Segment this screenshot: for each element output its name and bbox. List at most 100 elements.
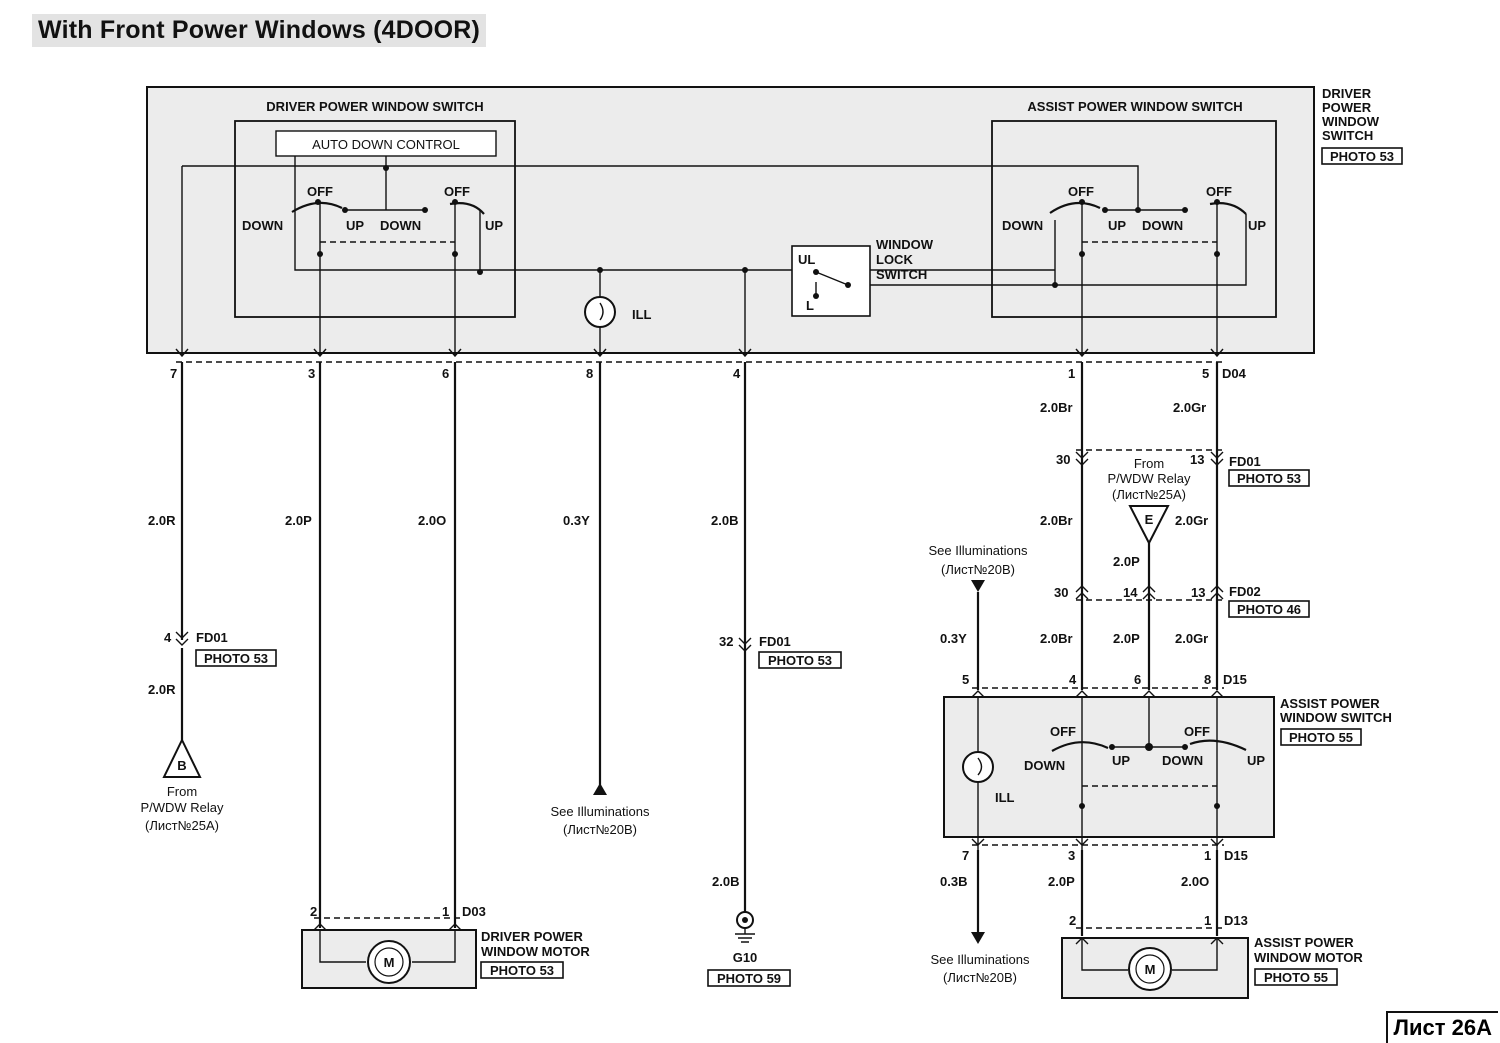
assist-blade-right <box>1209 202 1247 215</box>
svg-text:WINDOW MOTOR: WINDOW MOTOR <box>1254 950 1363 965</box>
fd01-mid-photo-box <box>758 651 842 669</box>
fd01-mid-chevron <box>738 637 752 652</box>
assist-door-switch-wiring <box>977 697 1218 850</box>
d15-top-pin6: 6 <box>1134 672 1141 687</box>
sheet-number: Лист 26A <box>1385 1011 1498 1043</box>
wire-pin1-low-label: 2.0Br <box>1040 631 1073 646</box>
wire-g10-label: 2.0B <box>712 874 739 889</box>
svg-text:DOWN: DOWN <box>1142 218 1183 233</box>
svg-text:PHOTO 55: PHOTO 55 <box>1264 970 1328 985</box>
wires-pin3-pin6 <box>318 362 457 928</box>
wire-pin8-label: 0.3Y <box>563 513 590 528</box>
d13-pin2: 2 <box>1069 913 1076 928</box>
fd01-left-pin: 4 <box>164 630 172 645</box>
d15-top-pin8: 8 <box>1204 672 1211 687</box>
svg-text:4: 4 <box>733 366 741 381</box>
assist-door-switch-label: ASSIST POWER WINDOW SWITCH PHOTO 55 <box>1280 696 1392 746</box>
assist-switch-label: ASSIST POWER WINDOW SWITCH <box>1027 99 1242 114</box>
relay-b-triangle <box>162 737 202 778</box>
svg-text:See Illuminations: See Illuminations <box>929 543 1028 558</box>
svg-text:WINDOW: WINDOW <box>1322 114 1380 129</box>
driver-switch-label: DRIVER POWER WINDOW SWITCH <box>266 99 483 114</box>
driver-switch-labels: OFF OFF DOWN UP DOWN UP <box>242 184 503 233</box>
svg-text:UP: UP <box>485 218 503 233</box>
wire-d15-1-label: 2.0O <box>1181 874 1209 889</box>
wire-pin1-label: 2.0Br <box>1040 400 1073 415</box>
fd01-right-pin-a: 30 <box>1056 452 1070 467</box>
window-lock-switch-label: WINDOW LOCK SWITCH <box>876 237 934 282</box>
driver-switch-wiring <box>294 156 1055 271</box>
wire-14-label: 2.0P <box>1113 554 1140 569</box>
wires-d15-3-1 <box>1080 850 1219 936</box>
svg-text:PHOTO 53: PHOTO 53 <box>1330 149 1394 164</box>
svg-text:(Лист№25A): (Лист№25A) <box>1112 487 1186 502</box>
svg-text:OFF: OFF <box>307 184 333 199</box>
d15-bot-pin1: 1 <box>1204 848 1211 863</box>
svg-text:6: 6 <box>442 366 449 381</box>
assist-motor-icon <box>1128 947 1172 991</box>
ill-lamp-icon <box>584 296 616 328</box>
d03-pin2: 2 <box>310 904 317 919</box>
driver-switch-assembly-box <box>146 86 1315 354</box>
illum-mid-arrow <box>593 783 607 795</box>
svg-text:UP: UP <box>1112 753 1130 768</box>
illum-right-top-label: See Illuminations (Лист№20B) <box>929 543 1028 577</box>
fd02-pin-c: 13 <box>1191 585 1205 600</box>
driver-motor-symbol: M <box>384 955 395 970</box>
wire-ill-right-label: 0.3Y <box>940 631 967 646</box>
relay-b-label: From P/WDW Relay (Лист№25A) <box>140 784 224 833</box>
fd01-left-photo: PHOTO 53 <box>204 651 268 666</box>
relay-e-label: From P/WDW Relay (Лист№25A) <box>1107 456 1191 502</box>
svg-text:PHOTO 55: PHOTO 55 <box>1289 730 1353 745</box>
svg-text:UP: UP <box>346 218 364 233</box>
d15-bot-pin3: 3 <box>1068 848 1075 863</box>
illum-mid-label: See Illuminations (Лист№20B) <box>551 804 650 837</box>
ground-icon <box>735 911 755 943</box>
svg-text:PHOTO 53: PHOTO 53 <box>490 963 554 978</box>
svg-text:DOWN: DOWN <box>380 218 421 233</box>
wire-d15-3-label: 2.0P <box>1048 874 1075 889</box>
svg-text:1: 1 <box>1068 366 1075 381</box>
svg-text:3: 3 <box>308 366 315 381</box>
fd02-name: FD02 <box>1229 584 1261 599</box>
lock-l: L <box>806 298 814 313</box>
wire-pin5-low-label: 2.0Gr <box>1175 631 1208 646</box>
svg-text:DOWN: DOWN <box>1162 753 1203 768</box>
svg-text:DRIVER: DRIVER <box>1322 86 1372 101</box>
fd02-photo-box <box>1228 600 1310 618</box>
svg-text:(Лист№20B): (Лист№20B) <box>941 562 1015 577</box>
d04-pins: 7 3 6 8 4 1 5 D04 <box>170 366 1247 381</box>
ill-wiring <box>599 270 746 355</box>
driver-motor-icon <box>367 940 411 984</box>
wire-pin3-label: 2.0P <box>285 513 312 528</box>
driver-switch-outputs <box>319 202 456 355</box>
assist-switch-outputs <box>1081 202 1218 355</box>
svg-text:UP: UP <box>1108 218 1126 233</box>
wire-pin5-label: 2.0Gr <box>1173 400 1206 415</box>
fd02-pin-a: 30 <box>1054 585 1068 600</box>
svg-text:WINDOW MOTOR: WINDOW MOTOR <box>481 944 590 959</box>
svg-text:LOCK: LOCK <box>876 252 913 267</box>
d15-bot-pin7: 7 <box>962 848 969 863</box>
svg-text:OFF: OFF <box>1068 184 1094 199</box>
assist-door-blade-right <box>1189 739 1247 751</box>
window-lock-switch-box <box>791 245 871 317</box>
svg-text:UP: UP <box>1247 753 1265 768</box>
internal-top-wire <box>182 165 1139 210</box>
d15-top-pin5: 5 <box>962 672 969 687</box>
d13-name: D13 <box>1224 913 1248 928</box>
assist-switch-box <box>991 120 1277 318</box>
wire-pin7-label: 2.0R <box>148 513 176 528</box>
svg-text:7: 7 <box>170 366 177 381</box>
svg-text:(Лист№20B): (Лист№20B) <box>563 822 637 837</box>
svg-text:WINDOW SWITCH: WINDOW SWITCH <box>1280 710 1392 725</box>
assembly-name: DRIVER POWER WINDOW SWITCH PHOTO 53 <box>1321 86 1403 165</box>
svg-text:See Illuminations: See Illuminations <box>931 952 1030 967</box>
svg-text:DOWN: DOWN <box>1024 758 1065 773</box>
svg-text:SWITCH: SWITCH <box>1322 128 1373 143</box>
svg-text:(Лист№20B): (Лист№20B) <box>943 970 1017 985</box>
wire-pin1-mid-label: 2.0Br <box>1040 513 1073 528</box>
d15-top-name: D15 <box>1223 672 1247 687</box>
svg-text:ASSIST POWER: ASSIST POWER <box>1254 935 1354 950</box>
